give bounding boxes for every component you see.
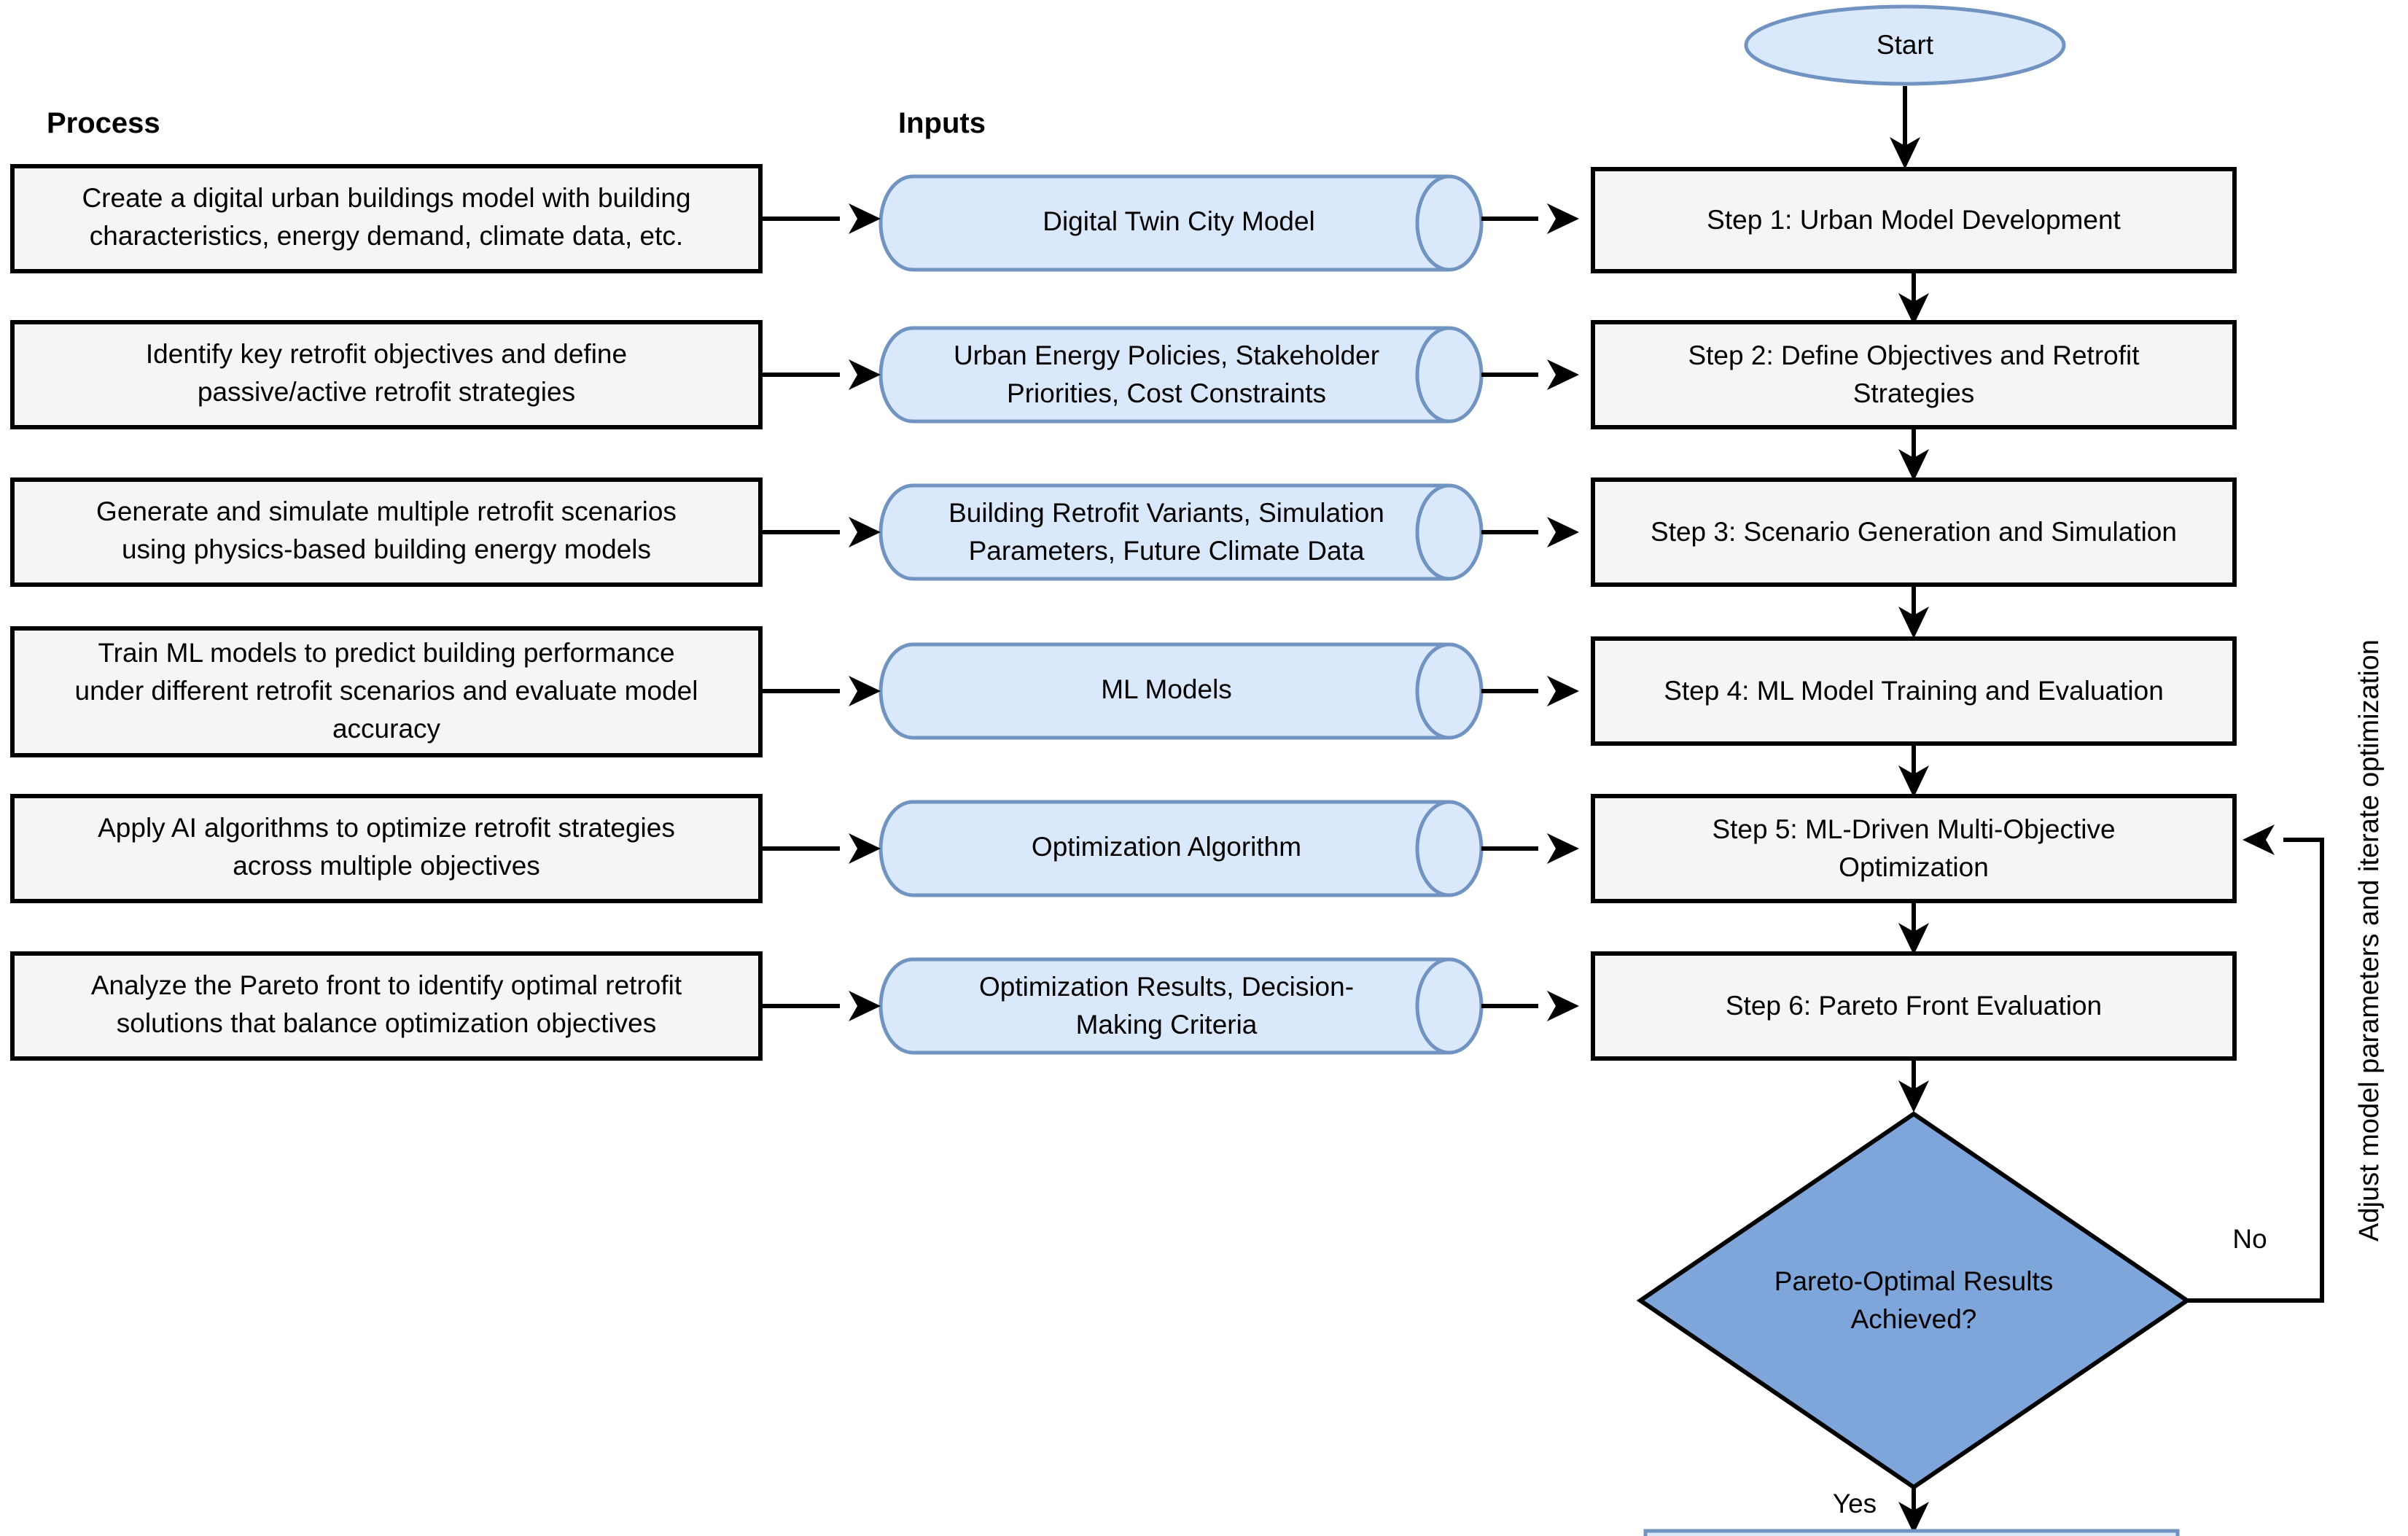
decision-no-label: No: [2232, 1224, 2267, 1254]
arrowhead-process6-to-input6: [849, 991, 881, 1021]
input-cylinder-6[interactable]: [878, 957, 1484, 1055]
step-box-2[interactable]: [1591, 320, 2237, 429]
input-cylinder-2-line-1: Urban Energy Policies, Stakeholder: [954, 340, 1379, 370]
step-box-5-line-1: Step 5: ML-Driven Multi-Objective: [1712, 814, 2115, 844]
decision-label-line-2: Achieved?: [1851, 1304, 1977, 1334]
input-cylinder-3-line-2: Parameters, Future Climate Data: [969, 536, 1365, 566]
input-cylinder-5[interactable]: [878, 800, 1484, 897]
step-box-6-label: Step 6: Pareto Front Evaluation: [1726, 991, 2102, 1021]
arrowhead-decision-yes: [1898, 1502, 1929, 1534]
arrowhead-decision-no-loop: [2243, 824, 2275, 855]
column-header-inputs: Inputs: [898, 107, 986, 139]
decision-yes-label: Yes: [1833, 1489, 1877, 1519]
process-box-4-line-1: Train ML models to predict building perf…: [98, 638, 674, 668]
input-cylinder-4-label: ML Models: [1101, 674, 1232, 704]
input-cylinder-1-label: Digital Twin City Model: [1043, 206, 1315, 236]
arrowhead-step6-to-decision: [1898, 1080, 1929, 1112]
step-box-3[interactable]: [1591, 477, 2237, 587]
decision-label-line-1: Pareto-Optimal Results: [1774, 1266, 2053, 1296]
step-box-2-line-2: Strategies: [1853, 378, 1975, 408]
input-cylinder-2[interactable]: [878, 326, 1484, 424]
process-box-3-line-1: Generate and simulate multiple retrofit …: [96, 496, 677, 526]
step-box-3-label: Step 3: Scenario Generation and Simulati…: [1651, 517, 2177, 547]
process-box-4[interactable]: [10, 626, 763, 757]
step-box-2-line-1: Step 2: Define Objectives and Retrofit: [1688, 340, 2140, 370]
input-cylinder-6-line-1: Optimization Results, Decision-: [979, 972, 1354, 1002]
process-box-2-line-2: passive/active retrofit strategies: [198, 377, 575, 407]
arrowhead-input2-to-step2: [1547, 359, 1579, 390]
arrowhead-input3-to-step3: [1547, 517, 1579, 547]
arrowhead-step3-to-step4: [1898, 607, 1929, 639]
process-box-1-line-1: Create a digital urban buildings model w…: [82, 183, 690, 213]
process-box-1-line-2: characteristics, energy demand, climate …: [90, 221, 683, 251]
connector-decision-no-loop: [2187, 838, 2324, 1303]
process-box-3-line-2: using physics-based building energy mode…: [122, 534, 651, 564]
process-box-2-line-1: Identify key retrofit objectives and def…: [146, 339, 627, 369]
step-box-5-line-2: Optimization: [1839, 852, 1989, 882]
process-box-5-line-2: across multiple objectives: [233, 851, 540, 881]
arrowhead-process3-to-input3: [849, 517, 881, 547]
start-node[interactable]: [1744, 4, 2066, 86]
step-box-5[interactable]: [1591, 794, 2237, 903]
decision-diamond[interactable]: [1636, 1111, 2191, 1490]
arrowhead-start-to-step1: [1890, 137, 1920, 169]
arrowhead-input6-to-step6: [1547, 991, 1579, 1021]
process-box-6-line-2: solutions that balance optimization obje…: [117, 1008, 656, 1038]
step-box-1-label: Step 1: Urban Model Development: [1707, 205, 2121, 235]
arrowhead-step1-to-step2: [1898, 293, 1929, 325]
process-box-6-line-1: Analyze the Pareto front to identify opt…: [91, 970, 682, 1000]
input-cylinder-3-line-1: Building Retrofit Variants, Simulation: [948, 498, 1384, 528]
input-cylinder-5-label: Optimization Algorithm: [1032, 832, 1301, 862]
input-cylinder-6-line-2: Making Criteria: [1076, 1010, 1258, 1040]
input-cylinder-3[interactable]: [878, 483, 1484, 581]
column-header-process: Process: [47, 107, 160, 139]
step-box-1[interactable]: [1591, 167, 2237, 273]
step-box-6[interactable]: [1591, 951, 2237, 1061]
process-box-5-line-1: Apply AI algorithms to optimize retrofit…: [98, 813, 675, 843]
process-box-5[interactable]: [10, 794, 763, 903]
arrowhead-process5-to-input5: [849, 833, 881, 864]
arrowhead-input1-to-step1: [1547, 203, 1579, 234]
arrowhead-input4-to-step4: [1547, 676, 1579, 706]
input-cylinder-2-line-2: Priorities, Cost Constraints: [1007, 378, 1326, 408]
process-box-1[interactable]: [10, 164, 763, 273]
arrowhead-step4-to-step5: [1898, 765, 1929, 798]
arrowhead-step2-to-step3: [1898, 449, 1929, 481]
arrowhead-process4-to-input4: [849, 676, 881, 706]
arrowhead-process1-to-input1: [849, 203, 881, 234]
process-box-3[interactable]: [10, 477, 763, 587]
process-box-4-line-2: under different retrofit scenarios and e…: [75, 676, 698, 706]
arrowhead-process2-to-input2: [849, 359, 881, 390]
arrowhead-step5-to-step6: [1898, 923, 1929, 955]
process-box-6[interactable]: [10, 951, 763, 1061]
arrowhead-input5-to-step5: [1547, 833, 1579, 864]
input-cylinder-1[interactable]: [878, 174, 1484, 272]
step-box-4[interactable]: [1591, 636, 2237, 746]
final-document-node[interactable]: [1643, 1529, 2180, 1536]
loop-annotation-label: Adjust model parameters and iterate opti…: [2354, 639, 2385, 1241]
process-box-2[interactable]: [10, 320, 763, 429]
start-node-label: Start: [1877, 30, 1934, 60]
input-cylinder-4[interactable]: [878, 642, 1484, 740]
step-box-4-label: Step 4: ML Model Training and Evaluation: [1664, 676, 2164, 706]
process-box-4-line-3: accuracy: [332, 714, 441, 744]
